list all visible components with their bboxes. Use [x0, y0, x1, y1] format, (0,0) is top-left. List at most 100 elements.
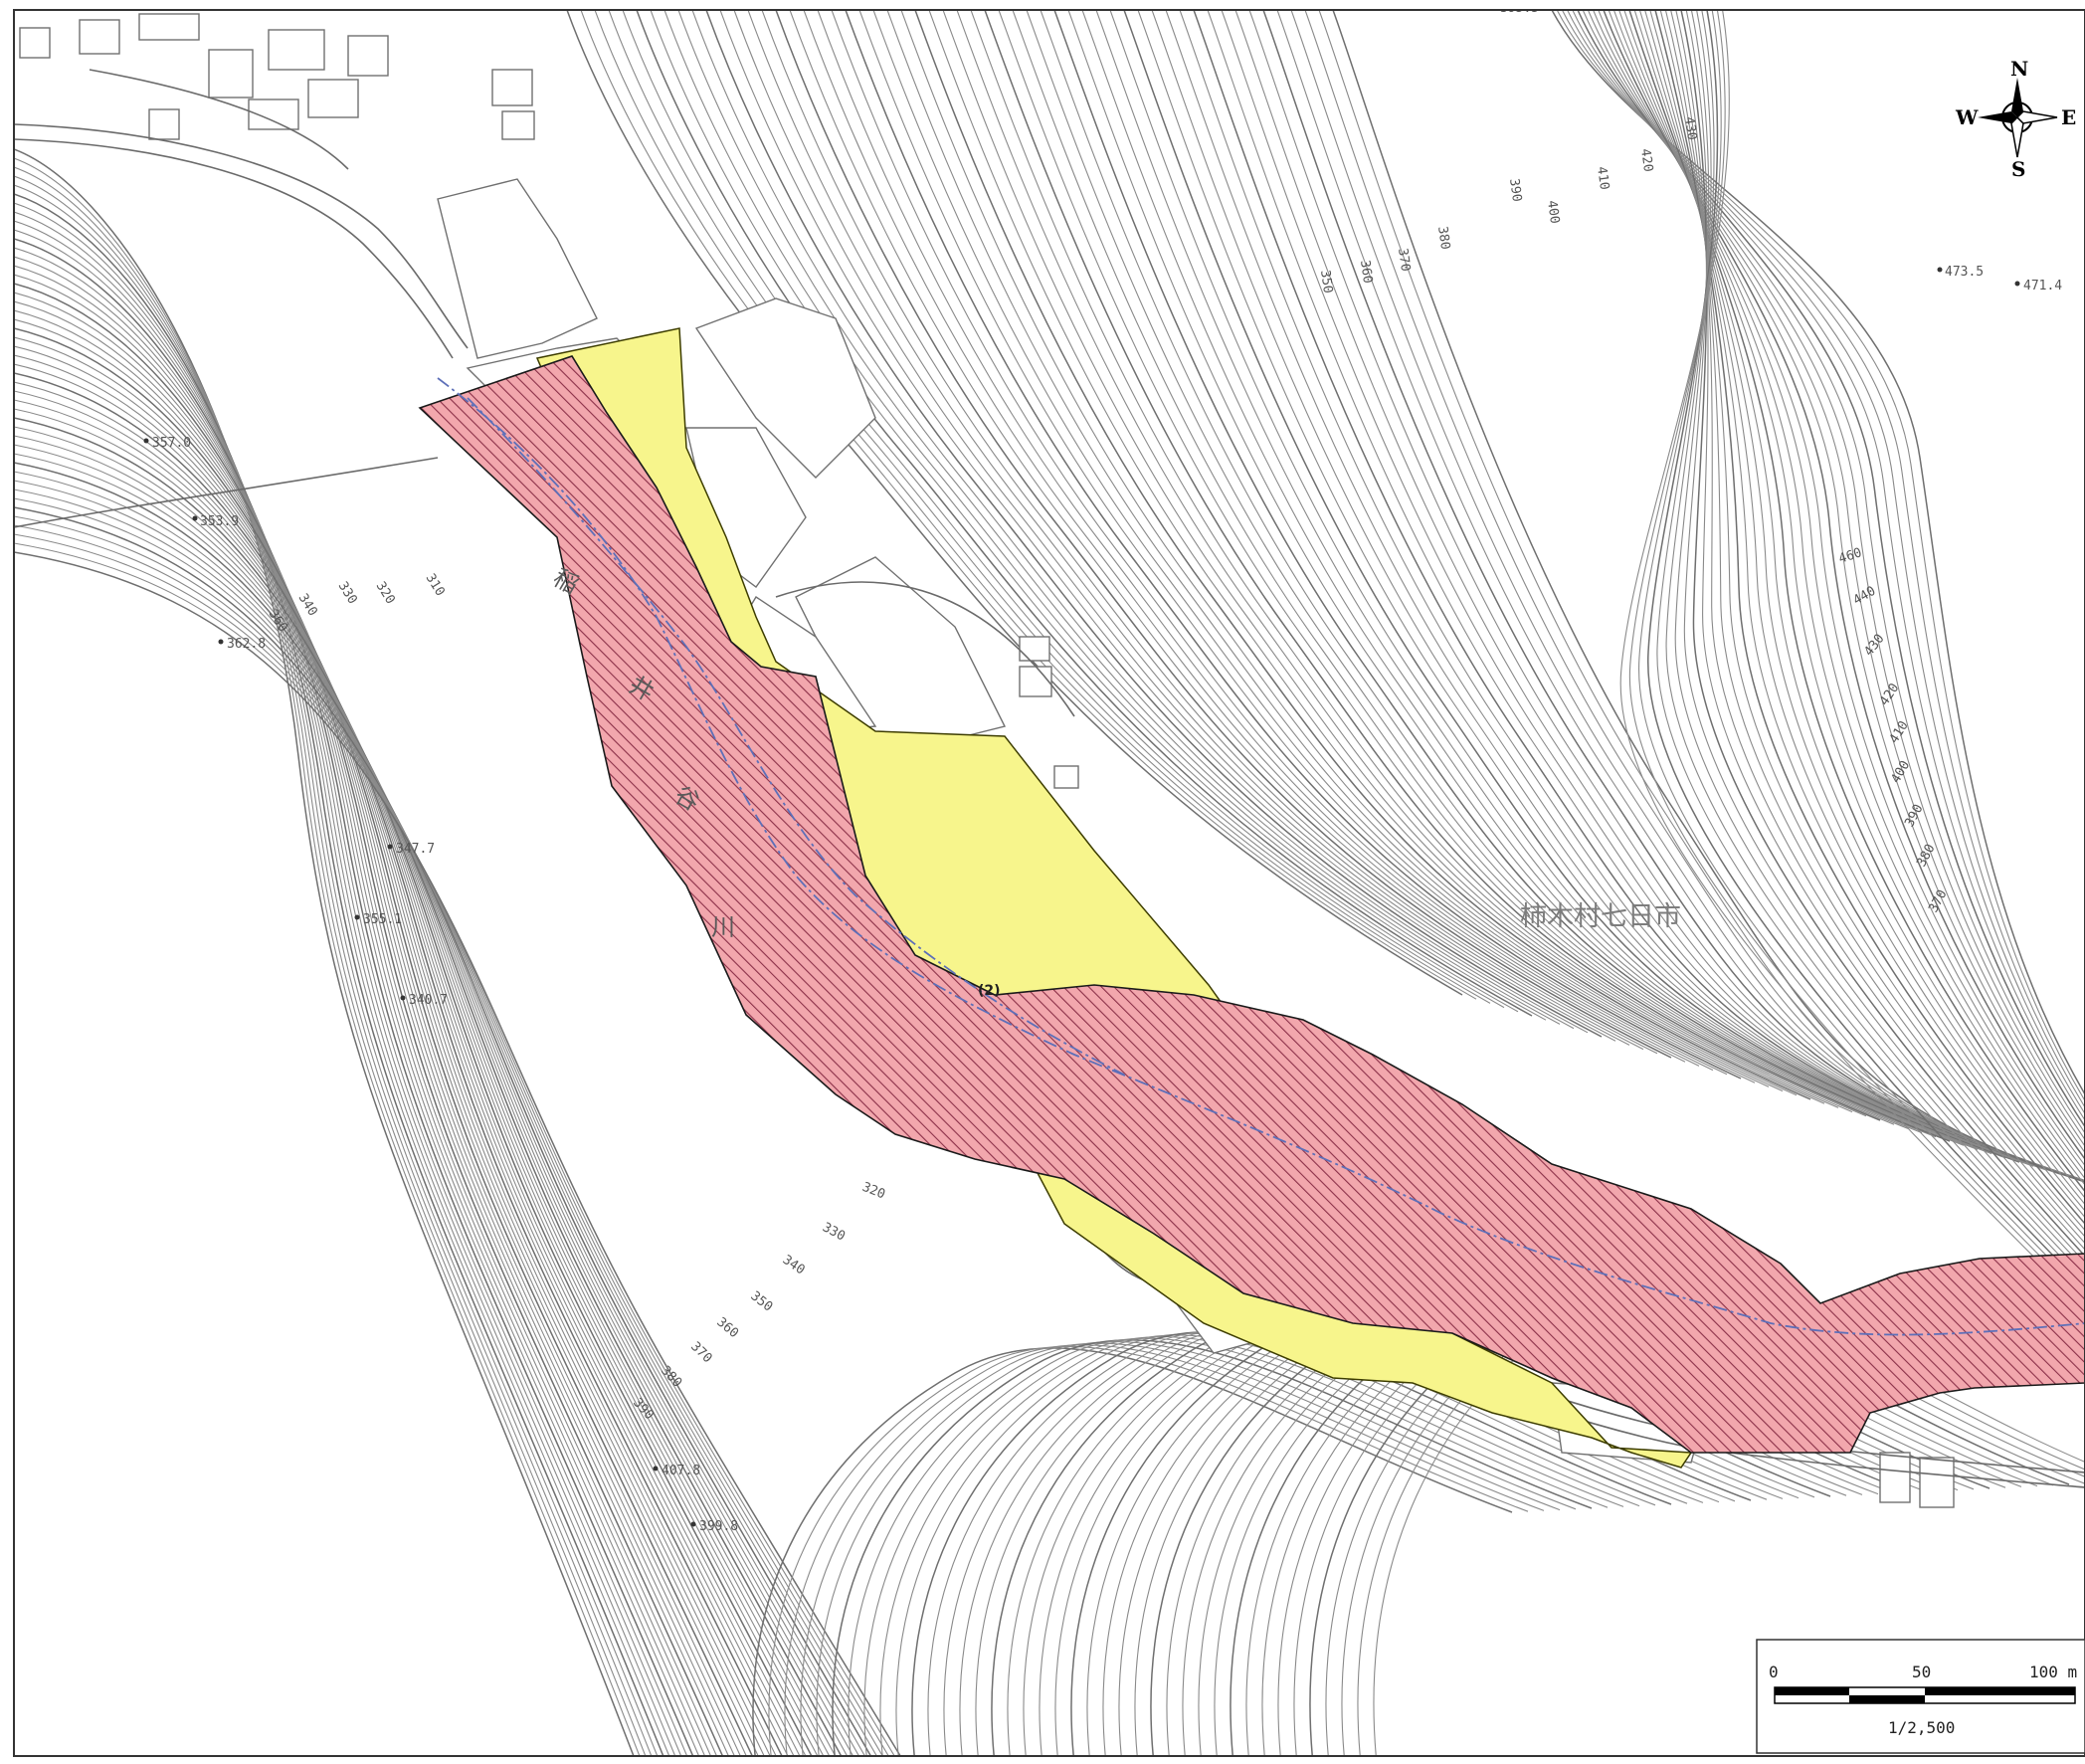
contour-label: 360 [1357, 259, 1375, 284]
building [1919, 1457, 1955, 1508]
contour-line [928, 10, 1825, 1104]
contour-line [1318, 10, 2085, 1183]
contour-line [1638, 10, 2085, 1295]
building [347, 35, 389, 77]
contour-line [1619, 10, 2085, 1308]
contour-line [886, 10, 1784, 1092]
contour-line [1012, 10, 1909, 1129]
contour-line [636, 10, 1533, 1017]
contour-line [1659, 10, 2085, 1231]
contour-line [14, 202, 670, 1756]
contour-line [1647, 10, 2085, 1289]
contour-line [789, 10, 1686, 1063]
top-edge-height-label: 395.5 [1500, 1, 1539, 16]
contour-line [1276, 10, 2085, 1182]
contour-line [14, 399, 801, 1756]
contour-line [1670, 10, 2085, 1244]
contour-line [650, 10, 1547, 1021]
contour-line [872, 10, 1770, 1087]
river-name-char: 川 [711, 913, 735, 941]
contour-label: 380 [1434, 225, 1452, 250]
contour-line [900, 10, 1798, 1096]
spot-height-label: 473.5 [1945, 265, 1984, 280]
contour-line [1628, 10, 2085, 1302]
road [14, 457, 439, 528]
scale-tick-label-100: 100 m [2029, 1663, 2077, 1681]
contour-line [1026, 10, 1923, 1134]
contour-line [784, 1344, 1545, 1756]
building [1019, 666, 1052, 697]
contour-line [14, 533, 889, 1756]
contour-line [622, 10, 1519, 1013]
contour-line [14, 300, 735, 1756]
contour-line [848, 1337, 1609, 1756]
contour-line [863, 1336, 1624, 1756]
contour-line [14, 318, 747, 1756]
contour-line [14, 381, 789, 1756]
contour-line [14, 309, 741, 1756]
contour-line [1675, 10, 2085, 1251]
contour-line [733, 10, 1630, 1046]
contour-label: 430 [1681, 115, 1699, 140]
spot-height-label: 355.1 [363, 912, 402, 927]
contour-line [816, 1341, 1577, 1756]
contour-line [719, 10, 1616, 1042]
contour-line [1207, 10, 2085, 1182]
spot-height-dot [690, 1521, 696, 1527]
building [1019, 636, 1050, 662]
contour-line [858, 10, 1756, 1083]
contour-line [14, 175, 653, 1756]
spot-height-label: 357.0 [152, 436, 191, 451]
building [79, 19, 120, 55]
spot-height-dot [1937, 267, 1943, 273]
contour-line [1137, 10, 2034, 1167]
contour-line [14, 274, 718, 1756]
contour-line [1674, 10, 2085, 1270]
contour-line [14, 372, 783, 1756]
contour-line [803, 10, 1700, 1067]
contour-line [14, 480, 854, 1756]
contour-label: 410 [1594, 165, 1611, 190]
contour-line [1262, 10, 2085, 1182]
contour-label: 350 [1317, 269, 1335, 294]
contour-line [1179, 10, 2076, 1180]
building [501, 110, 535, 140]
compass-north-arrow [2011, 78, 2023, 117]
contour-line [14, 336, 759, 1756]
contour-line [14, 426, 819, 1756]
contour-line [747, 10, 1644, 1051]
contour-line [566, 10, 1463, 996]
contour-line [14, 542, 895, 1756]
contour-line [927, 1329, 1688, 1756]
contour-line [1683, 10, 2085, 1264]
contour-line [1109, 10, 2006, 1159]
building [138, 13, 200, 41]
contour-line [14, 462, 843, 1756]
compass-south-label: S [2011, 157, 2025, 181]
contour-line [14, 184, 659, 1756]
contour-line [14, 166, 647, 1756]
contour-line [14, 489, 860, 1756]
building [1879, 1452, 1911, 1503]
contour-line [942, 10, 1839, 1108]
compass-rose: N S E W [1955, 57, 2076, 181]
contour-line [1665, 10, 2085, 1276]
contour-line [1081, 10, 1979, 1150]
scale-bar: 0 50 100 m 1/2,500 [1756, 1639, 2085, 1754]
contour-line [817, 10, 1714, 1072]
contour-line [14, 211, 676, 1756]
contour-label: 460 [1837, 545, 1864, 567]
contour-line [775, 10, 1672, 1059]
river-channel-branch [467, 397, 1125, 1076]
contour-line [831, 10, 1728, 1076]
contour-line [1680, 10, 2085, 1258]
contour-line [14, 247, 700, 1756]
contour-line [14, 408, 807, 1756]
contour-line [1221, 10, 2085, 1182]
compass-north-label: N [2010, 57, 2028, 81]
spot-height-label: 407.8 [662, 1464, 700, 1478]
spot-height-label: 353.9 [200, 514, 239, 529]
scale-bar-segment [1775, 1687, 1849, 1695]
contour-line [800, 1342, 1561, 1756]
contour-line [1040, 10, 1937, 1138]
